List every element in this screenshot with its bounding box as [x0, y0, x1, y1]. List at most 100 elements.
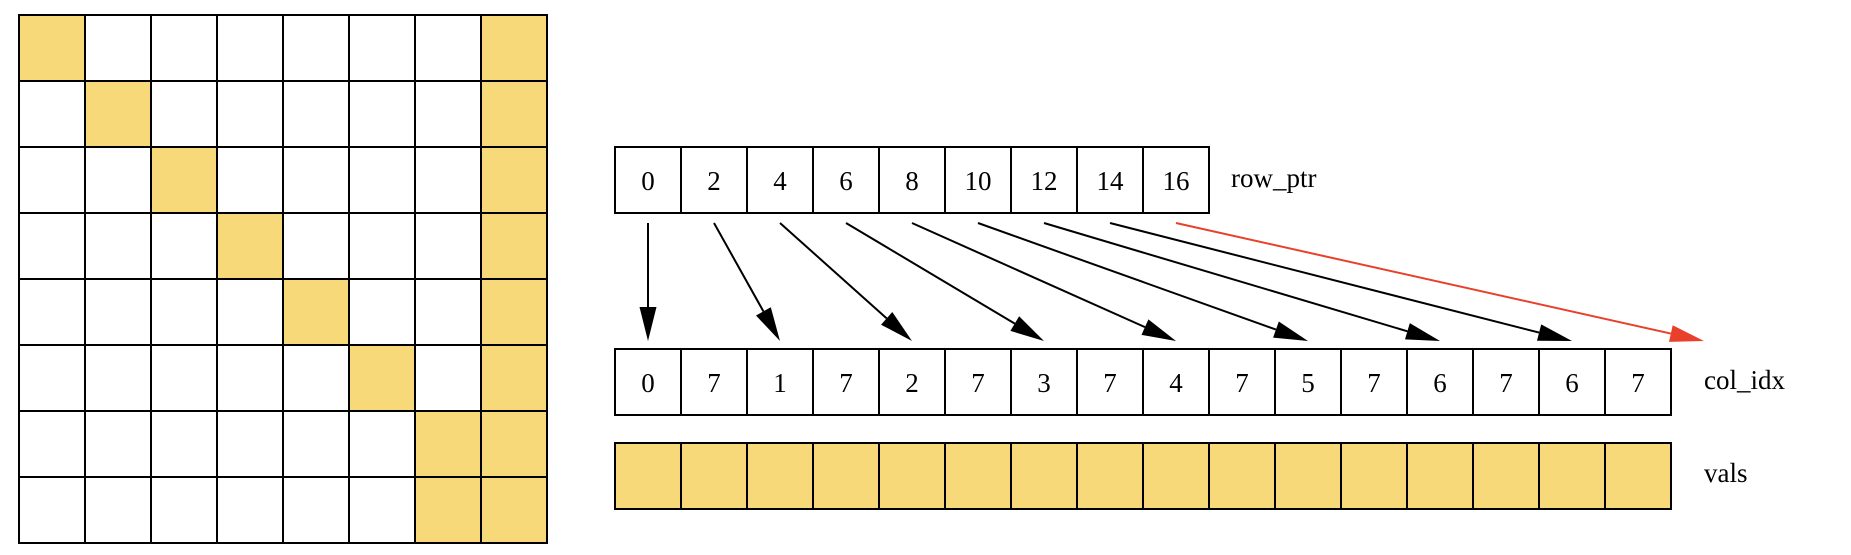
matrix-cell: [216, 146, 284, 214]
row-ptr-value: 8: [905, 166, 919, 196]
matrix-cell-nonzero: [282, 278, 350, 346]
matrix-cell-nonzero: [480, 146, 548, 214]
col-idx-cell: [1010, 348, 1078, 416]
matrix-cell: [84, 344, 152, 412]
matrix-cell: [216, 80, 284, 148]
row-ptr-cell: [1076, 146, 1144, 214]
col-idx-value: 7: [839, 368, 853, 398]
col-idx-value: 7: [1235, 368, 1249, 398]
matrix-cell: [282, 80, 350, 148]
matrix-cell-nonzero: [348, 344, 416, 412]
row-ptr-value: 12: [1031, 166, 1058, 196]
matrix-cell: [348, 146, 416, 214]
pointer-arrow-line: [1109, 222, 1540, 334]
matrix-cell: [216, 344, 284, 412]
matrix-cell-nonzero: [480, 212, 548, 280]
row-ptr-value: 4: [773, 166, 787, 196]
pointer-arrow-head: [1405, 323, 1440, 341]
pointer-arrow-line: [1043, 222, 1408, 333]
matrix-cell: [84, 212, 152, 280]
col-idx-cell: [1076, 348, 1144, 416]
col-idx-cell: [1604, 348, 1672, 416]
vals-cell: [746, 442, 814, 510]
col-idx-value: 6: [1433, 368, 1447, 398]
vals-cell: [680, 442, 748, 510]
col-idx-cell: [746, 348, 814, 416]
col-idx-value: 7: [707, 368, 721, 398]
vals-cell: [1538, 442, 1606, 510]
row-ptr-value: 6: [839, 166, 853, 196]
vals-cell: [812, 442, 880, 510]
pointer-arrow-head: [1273, 321, 1308, 341]
row-ptr-cell: [680, 146, 748, 214]
col-idx-value: 7: [1367, 368, 1381, 398]
matrix-cell: [150, 80, 218, 148]
pointer-arrow-line: [977, 222, 1277, 331]
row-ptr-cell: [878, 146, 946, 214]
vals-array: [614, 442, 1672, 510]
matrix-cell: [150, 410, 218, 478]
row-ptr-value: 14: [1097, 166, 1125, 196]
matrix-cell-nonzero: [414, 410, 482, 478]
row-ptr-value: 10: [965, 166, 992, 196]
matrix-cell: [414, 344, 482, 412]
pointer-arrow-line: [713, 222, 765, 312]
matrix-cell-nonzero: [480, 344, 548, 412]
vals-cell: [1076, 442, 1144, 510]
matrix-cell-nonzero: [480, 278, 548, 346]
matrix-cell: [150, 14, 218, 82]
matrix-cell: [150, 212, 218, 280]
vals-cell: [1472, 442, 1540, 510]
col-idx-value: 5: [1301, 368, 1315, 398]
matrix-cell: [414, 212, 482, 280]
matrix-cell-nonzero: [18, 14, 86, 82]
matrix-cell: [150, 344, 218, 412]
col-idx-cell: [812, 348, 880, 416]
matrix-cell-nonzero: [480, 80, 548, 148]
col-idx-cell: [614, 348, 682, 416]
col-idx-value: 1: [773, 368, 787, 398]
row-ptr-cell: [812, 146, 880, 214]
col-idx-cell: [1406, 348, 1474, 416]
pointer-arrow-head: [756, 307, 780, 341]
matrix-cell: [84, 146, 152, 214]
pointer-arrow-line: [1175, 222, 1672, 335]
matrix-cell: [414, 278, 482, 346]
pointer-arrow-head: [1669, 325, 1704, 342]
row-ptr-value: 2: [707, 166, 721, 196]
col-idx-value: 2: [905, 368, 919, 398]
row-pointer-arrows: [639, 222, 1704, 342]
row-ptr-array: 0 2 4 6 8 10 12 14 16: [614, 146, 1210, 214]
vals-cell: [1406, 442, 1474, 510]
row-ptr-value: 16: [1163, 166, 1190, 196]
col-idx-value: 7: [971, 368, 985, 398]
vals-cell: [1604, 442, 1672, 510]
pointer-arrow-head: [1010, 316, 1044, 341]
col-idx-cell: [1538, 348, 1606, 416]
col-idx-cell: [1142, 348, 1210, 416]
matrix-cell: [414, 14, 482, 82]
matrix-cell: [348, 278, 416, 346]
row-ptr-cell: [746, 146, 814, 214]
matrix-cell: [348, 14, 416, 82]
matrix-cell: [18, 476, 86, 544]
pointer-arrow-head: [639, 307, 657, 341]
matrix-cell: [18, 344, 86, 412]
col-idx-cell: [1472, 348, 1540, 416]
vals-cell: [1274, 442, 1342, 510]
vals-cell: [944, 442, 1012, 510]
pointer-arrow-head: [1537, 324, 1572, 341]
matrix-cell: [282, 410, 350, 478]
vals-cell: [1208, 442, 1276, 510]
col-idx-cell: [944, 348, 1012, 416]
matrix-cell: [150, 278, 218, 346]
row-ptr-value: 0: [641, 166, 655, 196]
vals-cell: [878, 442, 946, 510]
vals-cell: [614, 442, 682, 510]
matrix-cell: [18, 212, 86, 280]
matrix-cell: [414, 80, 482, 148]
pointer-arrow-line: [911, 222, 1146, 329]
row-ptr-cell: [944, 146, 1012, 214]
